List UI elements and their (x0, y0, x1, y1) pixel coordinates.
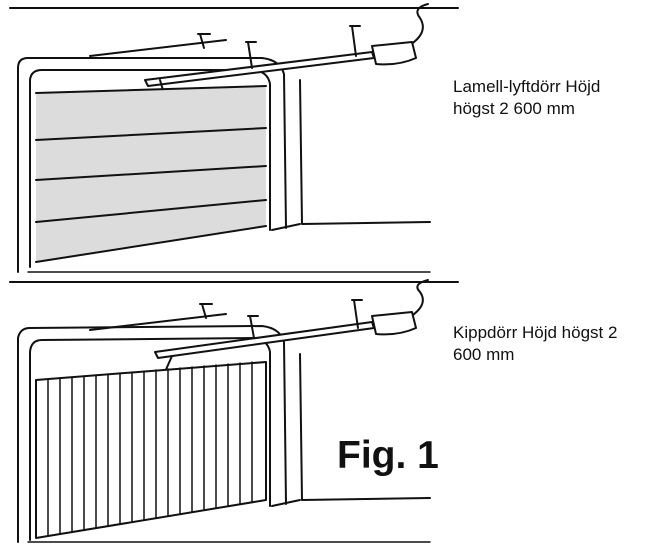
panel-line-4 (35, 199, 267, 223)
side-wall (299, 79, 431, 225)
hanger-3 (197, 33, 211, 49)
ceiling-rail (89, 39, 227, 57)
cable-2 (404, 279, 429, 321)
sectional-door-drawing (9, 3, 459, 273)
side-wall-2 (299, 353, 431, 501)
slats (47, 361, 253, 537)
hanger-4 (247, 315, 259, 339)
floor-line-2 (271, 499, 301, 507)
hanger-1 (245, 41, 257, 69)
panel-line-3 (35, 165, 267, 181)
panel-line-5 (35, 225, 267, 263)
hanger-2 (349, 25, 361, 57)
floor-line (271, 223, 301, 231)
panel-line-1 (35, 85, 267, 94)
panel-line-2 (35, 127, 267, 141)
sectional-door-caption: Lamell-lyftdörr Höjd högst 2 600 mm (453, 77, 601, 118)
up-and-over-door-drawing (9, 279, 459, 543)
opener-head-2 (371, 311, 417, 336)
figure-label: Fig. 1 (337, 434, 439, 477)
hanger-5 (351, 299, 363, 329)
door-leaf (35, 361, 267, 539)
ceiling-rail-2 (89, 313, 227, 331)
opener-head (371, 41, 417, 66)
inner-frame-2 (29, 337, 271, 541)
cable (404, 3, 429, 49)
inner-frame (29, 69, 271, 268)
up-and-over-door-caption: Kippdörr Höjd högst 2 600 mm (453, 323, 618, 364)
